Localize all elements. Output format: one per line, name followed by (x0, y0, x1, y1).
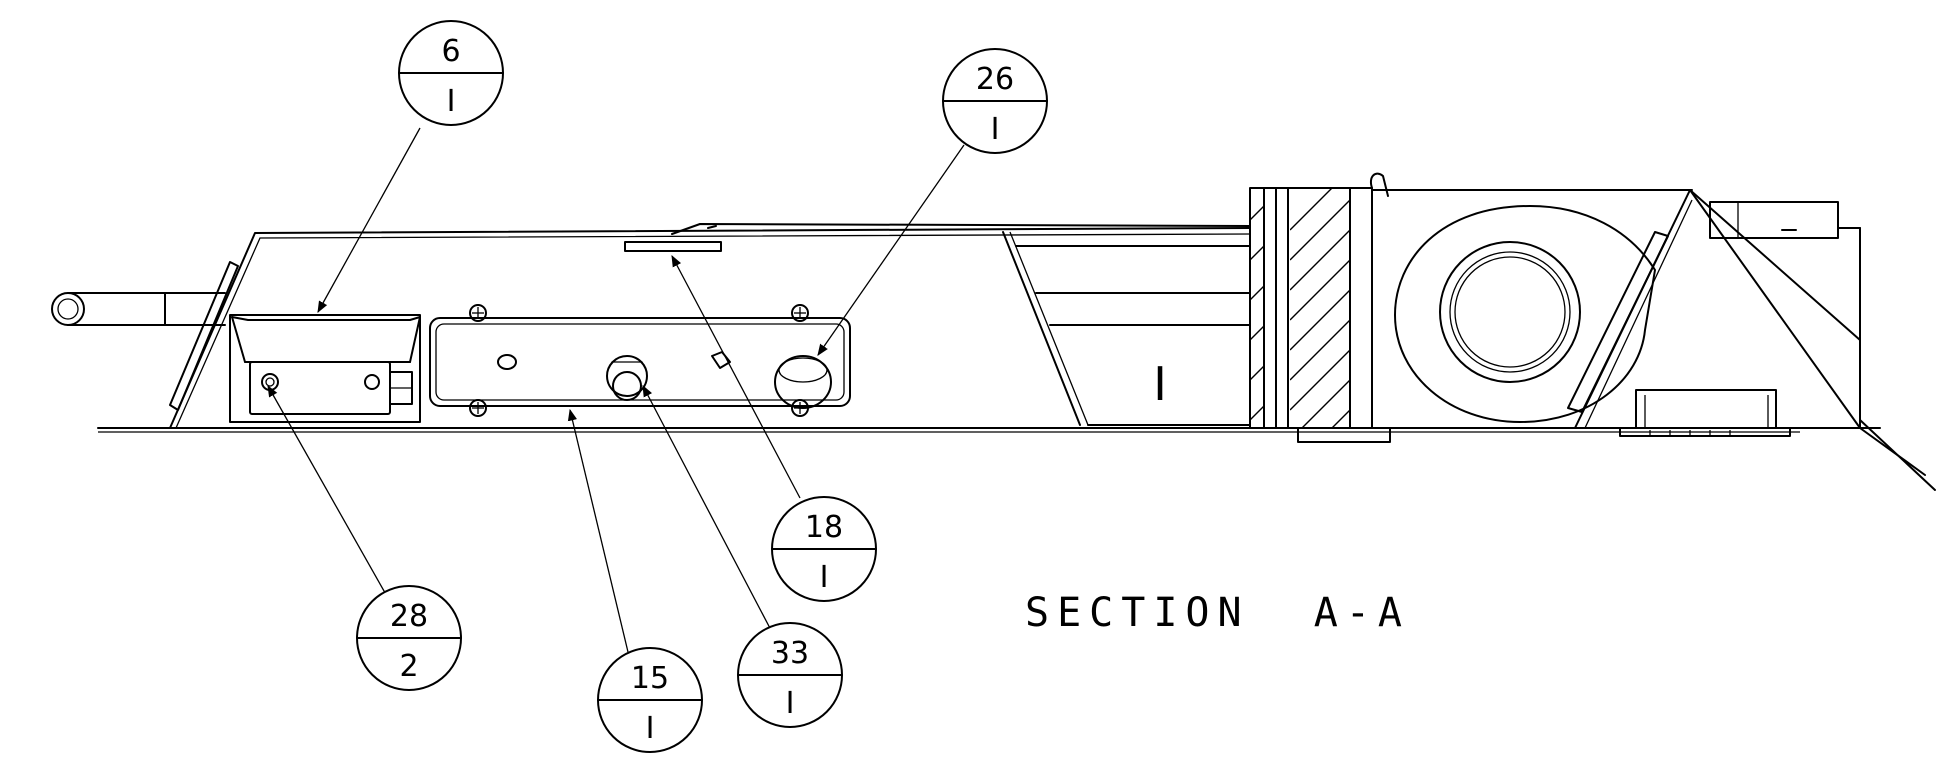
leader-26 (818, 145, 964, 355)
control-box (230, 315, 420, 422)
leader-6 (318, 128, 420, 312)
leader-28 (268, 386, 388, 598)
svg-text:15: 15 (631, 661, 669, 696)
balloon-26: 26 I (943, 49, 1047, 153)
balloon-18: 18 I (772, 497, 876, 601)
balloon-15: 15 I (598, 648, 702, 752)
svg-text:I: I (991, 112, 1000, 147)
svg-text:I: I (447, 84, 456, 119)
leader-15 (570, 410, 628, 652)
chute: I (1003, 232, 1250, 425)
svg-text:18: 18 (805, 510, 843, 545)
svg-text:28: 28 (390, 599, 428, 634)
section-title: SECTION A-A (1025, 590, 1410, 636)
svg-text:26: 26 (976, 62, 1014, 97)
svg-text:I: I (820, 560, 829, 595)
pipe-stub (52, 293, 225, 325)
svg-text:6: 6 (441, 34, 460, 69)
svg-text:2: 2 (399, 649, 418, 684)
balloon-28: 28 2 (357, 586, 461, 690)
balloon-6: 6 I (399, 21, 503, 125)
filter-block (1250, 170, 1390, 470)
svg-text:33: 33 (771, 636, 809, 671)
balloon-33: 33 I (738, 623, 842, 727)
left-flange (170, 262, 238, 410)
blower (1350, 174, 1860, 436)
inner-label: I (1153, 357, 1167, 411)
svg-text:I: I (786, 686, 795, 721)
leader-18 (672, 256, 800, 498)
leader-33 (643, 386, 772, 632)
access-panel (430, 305, 850, 416)
svg-text:I: I (646, 711, 655, 746)
